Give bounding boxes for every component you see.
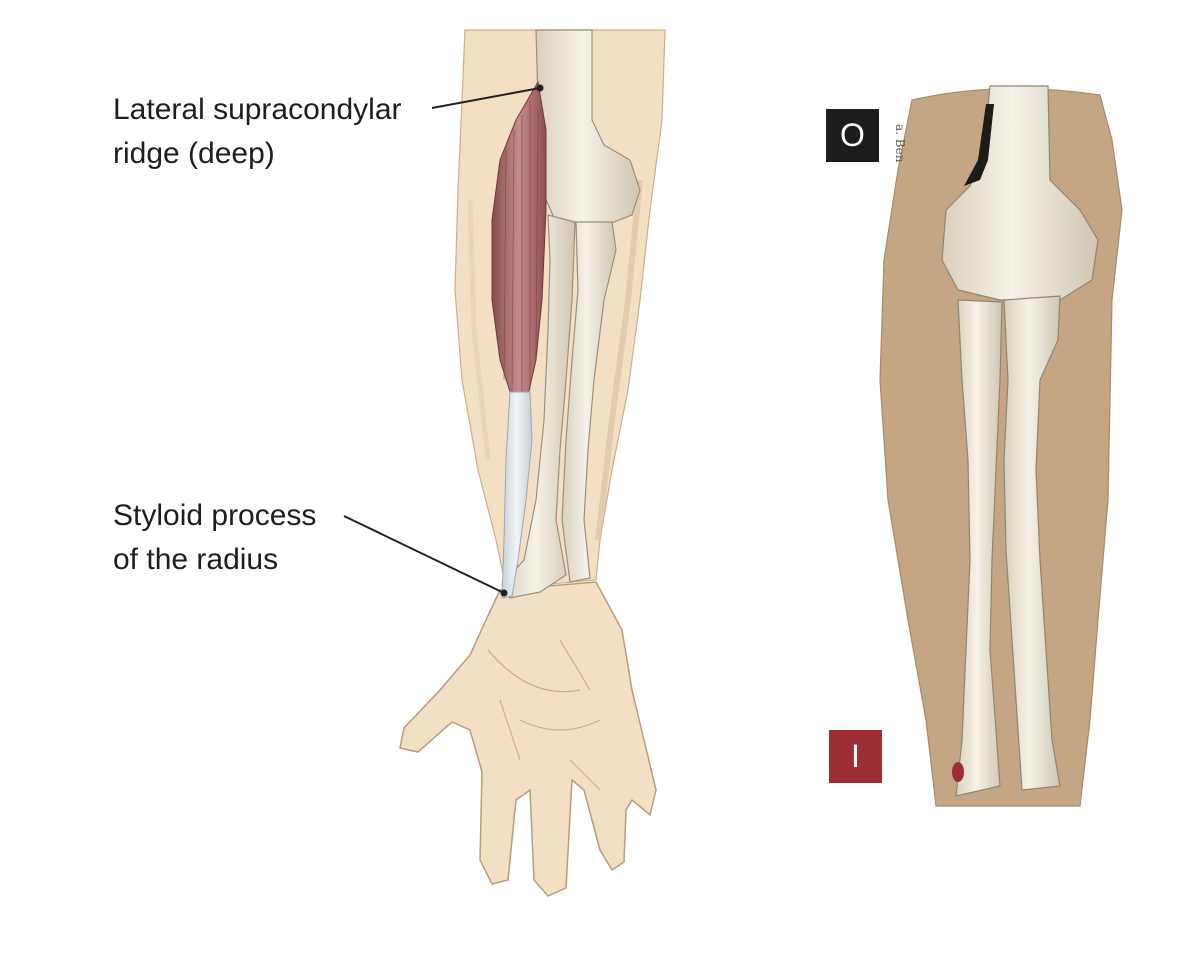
label-lateral-supracondylar-ridge: Lateral supracondylar ridge (deep) <box>113 88 402 176</box>
label-styloid-line1: Styloid process <box>113 499 317 532</box>
insertion-tag-letter: I <box>851 738 860 774</box>
ulna-bone <box>561 221 617 583</box>
brachioradialis-tendon <box>501 391 533 599</box>
leader-line-styloid <box>343 515 505 594</box>
bone-insertion-figure: a. Ben <box>879 85 1123 807</box>
label-styloid-line2: of the radius <box>113 543 279 576</box>
signature: a. Ben <box>893 124 907 163</box>
label-lateral-line2: ridge (deep) <box>113 137 275 170</box>
origin-tag: O <box>826 109 879 162</box>
leader-dot-lateral <box>536 84 544 92</box>
insertion-marker <box>952 762 964 782</box>
forearm-figure <box>343 29 666 897</box>
label-styloid-process: Styloid process of the radius <box>113 494 316 582</box>
right-ulna <box>1003 295 1061 791</box>
origin-tag-letter: O <box>840 117 865 153</box>
label-lateral-line1: Lateral supracondylar <box>113 93 402 126</box>
hand <box>399 581 657 897</box>
radius-bone <box>501 214 576 599</box>
insertion-tag: I <box>829 730 882 783</box>
leader-dot-styloid <box>500 589 508 597</box>
right-radius <box>955 299 1003 797</box>
leader-line-lateral <box>431 87 541 109</box>
origin-marker <box>964 104 994 186</box>
